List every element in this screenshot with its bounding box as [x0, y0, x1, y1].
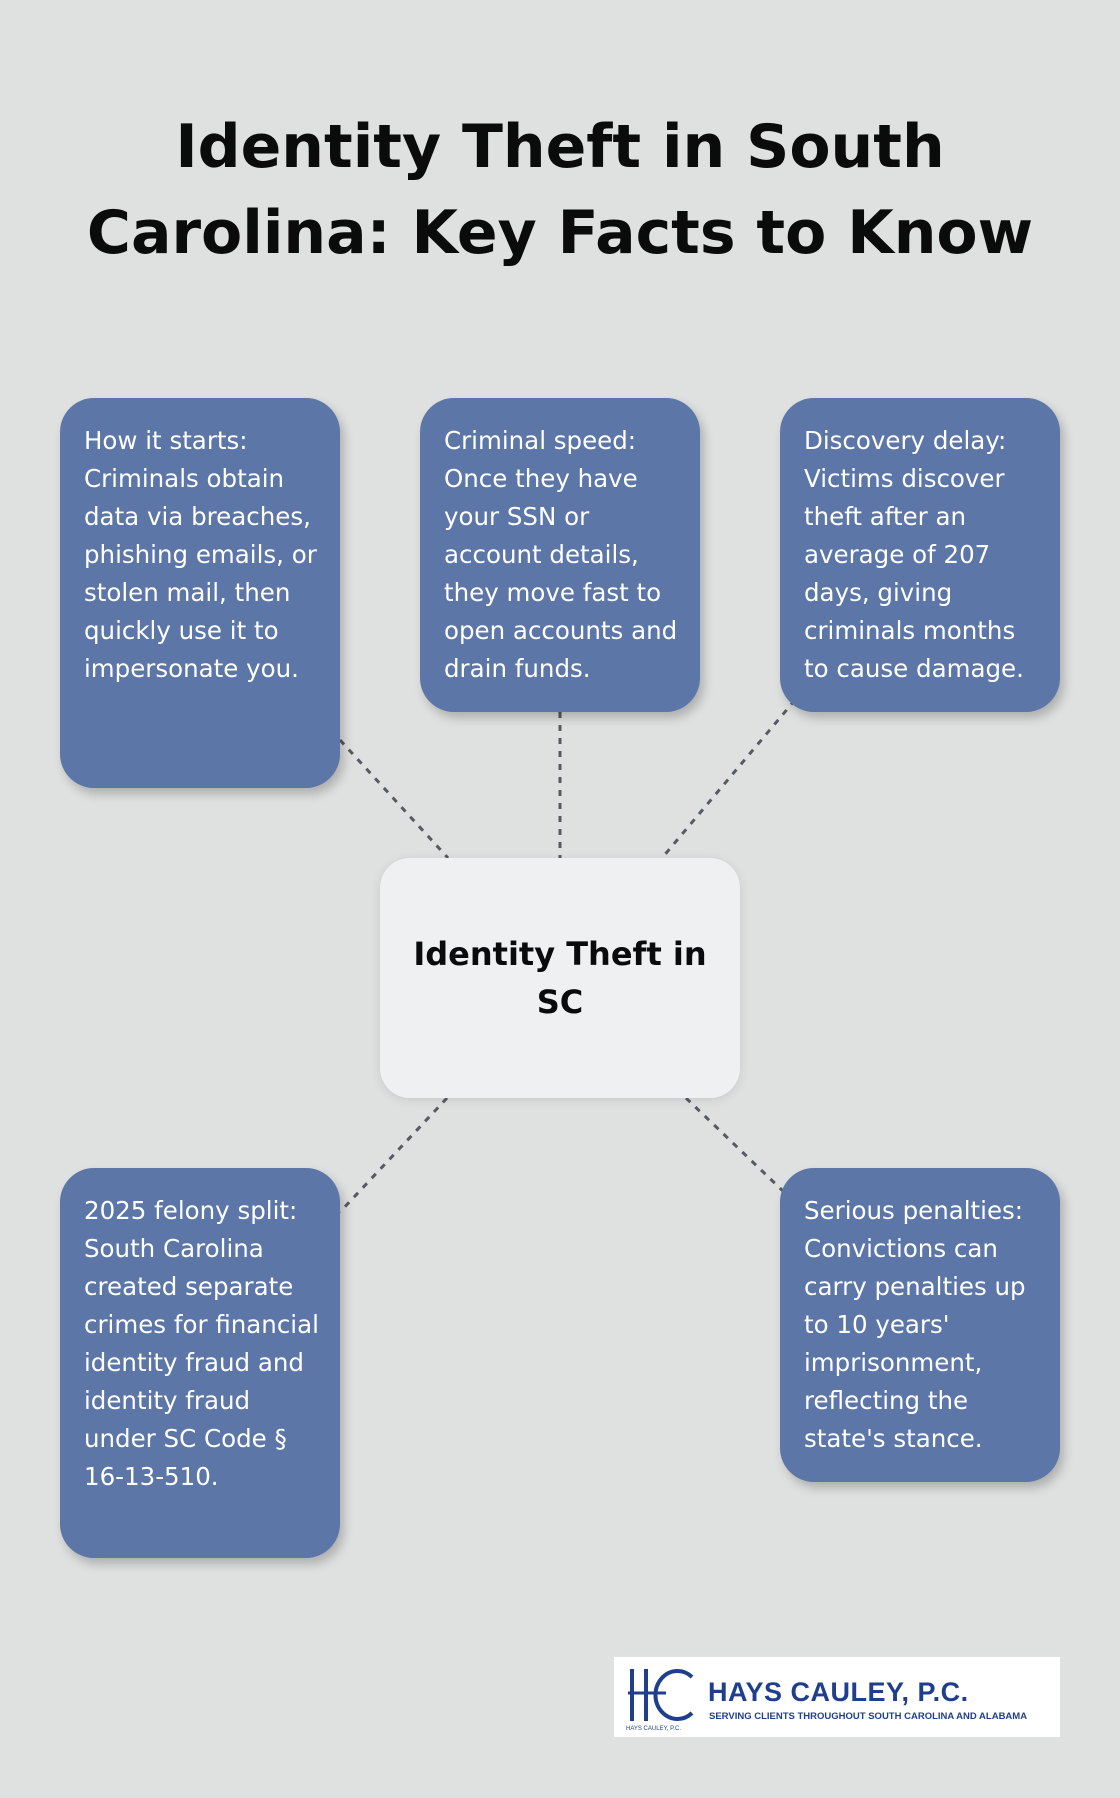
fact-text-discovery-delay: Discovery delay: Victims discover theft … — [804, 426, 1024, 683]
connector-how-it-starts — [338, 738, 450, 860]
fact-text-criminal-speed: Criminal speed: Once they have your SSN … — [444, 426, 678, 683]
fact-card-how-it-starts: How it starts: Criminals obtain data via… — [60, 398, 340, 788]
fact-card-discovery-delay: Discovery delay: Victims discover theft … — [780, 398, 1060, 712]
fact-card-felony-split: 2025 felony split: South Carolina create… — [60, 1168, 340, 1558]
central-topic-label: Identity Theft in SC — [413, 935, 707, 1021]
fact-text-felony-split: 2025 felony split: South Carolina create… — [84, 1196, 319, 1491]
page-title: Identity Theft in South Carolina: Key Fa… — [86, 112, 1034, 268]
connector-discovery-delay — [660, 699, 797, 859]
company-name: HAYS CAULEY, P.C. — [708, 1677, 969, 1707]
fact-text-how-it-starts: How it starts: Criminals obtain data via… — [84, 426, 317, 683]
fact-text-serious-penalties: Serious penalties: Convictions can carry… — [804, 1196, 1026, 1453]
connector-serious-penalties — [684, 1096, 786, 1194]
company-small-text: HAYS CAULEY, P.C. — [626, 1726, 682, 1732]
central-topic-node: Identity Theft in SC — [380, 858, 740, 1098]
hc-monogram-icon — [628, 1669, 694, 1721]
company-logo: HAYS CAULEY, P.C. SERVING CLIENTS THROUG… — [614, 1657, 1060, 1737]
fact-card-criminal-speed: Criminal speed: Once they have your SSN … — [420, 398, 700, 712]
company-tagline: SERVING CLIENTS THROUGHOUT SOUTH CAROLIN… — [709, 1711, 1028, 1722]
connector-felony-split — [338, 1096, 449, 1214]
fact-card-serious-penalties: Serious penalties: Convictions can carry… — [780, 1168, 1060, 1482]
